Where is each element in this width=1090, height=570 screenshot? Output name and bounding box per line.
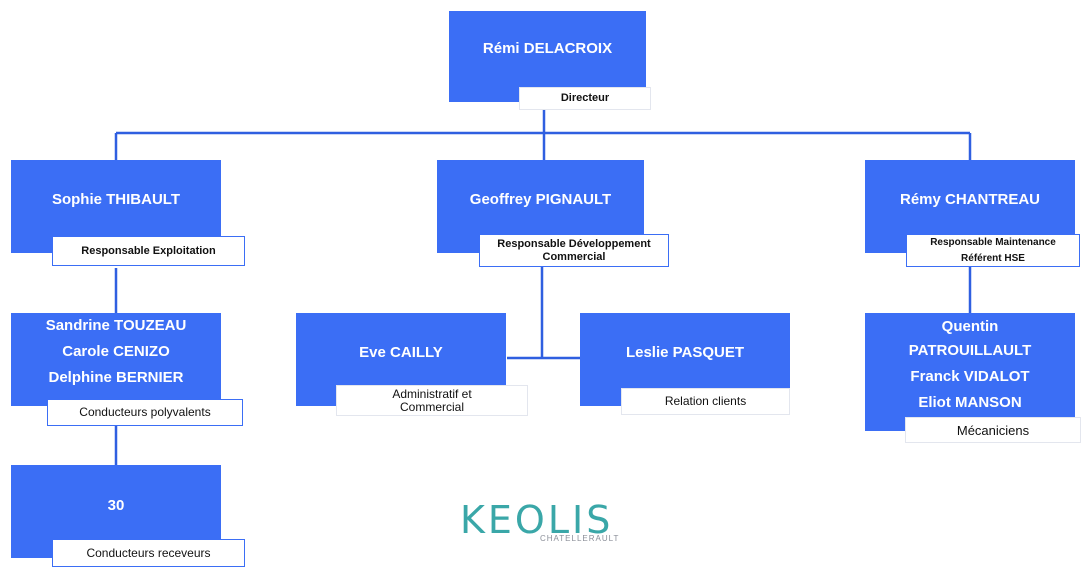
chantreau-role: Responsable Maintenance Référent HSE (906, 234, 1080, 267)
receivers-role: Conducteurs receveurs (52, 539, 245, 567)
pignault-role: Responsable Développement Commercial (479, 234, 669, 267)
keolis-logo: KEOLIS CHATELLERAULT (460, 500, 640, 546)
receivers-count: 30 (107, 497, 125, 514)
mechanics-role: Mécaniciens (906, 418, 1080, 442)
drivers-role: Conducteurs polyvalents (47, 399, 243, 426)
mechanic-name: Quentin (941, 318, 999, 335)
director-name: Rémi DELACROIX (482, 40, 613, 57)
drivers-box: Sandrine TOUZEAU Carole CENIZO Delphine … (11, 313, 221, 406)
driver-name: Delphine BERNIER (48, 369, 184, 386)
pignault-role-text: Responsable Développement Commercial (497, 237, 651, 263)
chantreau-name: Rémy CHANTREAU (899, 191, 1041, 208)
logo-word: KEOLIS (460, 498, 614, 542)
mechanic-name: Eliot MANSON (918, 394, 1022, 411)
driver-name: Sandrine TOUZEAU (45, 317, 187, 334)
mechanics-box: Quentin PATROUILLAULT Franck VIDALOT Eli… (865, 313, 1075, 431)
thibault-role: Responsable Exploitation (52, 236, 245, 266)
chantreau-role-line1: Responsable Maintenance (930, 237, 1056, 248)
cailly-role-line1: Administratif et (392, 386, 472, 401)
thibault-name: Sophie THIBAULT (51, 191, 181, 208)
director-role: Directeur (520, 88, 650, 109)
pasquet-name: Leslie PASQUET (625, 344, 745, 361)
mechanic-name: Franck VIDALOT (910, 368, 1030, 385)
mechanic-name: PATROUILLAULT (908, 342, 1032, 359)
chantreau-role-line2: Référent HSE (961, 253, 1025, 264)
pignault-name: Geoffrey PIGNAULT (469, 191, 612, 208)
cailly-role-line2: Commercial (399, 399, 464, 414)
logo-subtitle: CHATELLERAULT (540, 534, 620, 543)
cailly-role: Administratif et Commercial (337, 386, 527, 415)
mechanics-names: Quentin PATROUILLAULT Franck VIDALOT Eli… (865, 315, 1075, 415)
cailly-name: Eve CAILLY (359, 344, 443, 361)
drivers-names: Sandrine TOUZEAU Carole CENIZO Delphine … (11, 313, 221, 391)
driver-name: Carole CENIZO (62, 343, 170, 360)
pasquet-role: Relation clients (622, 389, 789, 414)
director-box: Rémi DELACROIX (449, 11, 646, 102)
